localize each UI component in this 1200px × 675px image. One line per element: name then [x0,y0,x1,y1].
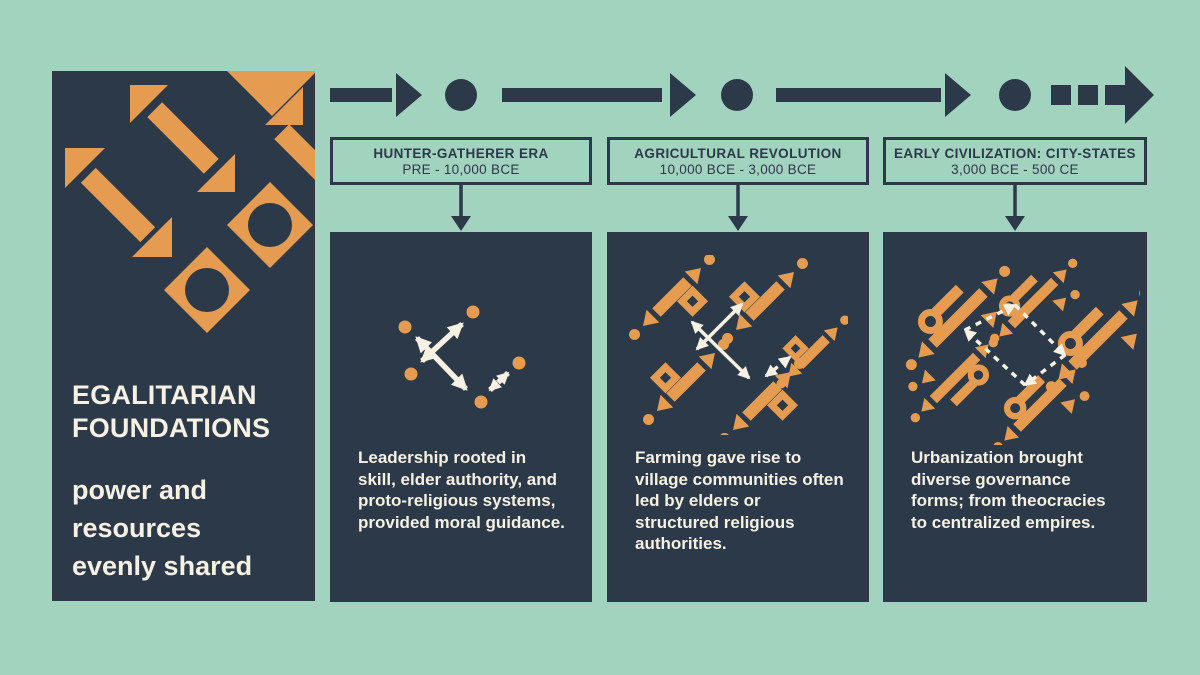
stage-title: HUNTER-GATHERER ERA [373,145,549,161]
arrowhead-icon [945,73,971,117]
stage-header: HUNTER-GATHERER ERA PRE - 10,000 BCE [330,137,592,185]
stage-dates: 10,000 BCE - 3,000 BCE [659,161,817,177]
arrow-segment-icon [776,88,941,102]
down-arrow-icon [1005,185,1025,231]
page-title-line2: FOUNDATIONS [72,413,271,443]
stage-description: Leadership rooted in skill, elder author… [358,448,565,532]
stage-dates: PRE - 10,000 BCE [402,161,520,177]
page-title-line1: EGALITARIAN [72,380,257,410]
stage-description: Urbanization brought diverse governance … [911,448,1106,532]
sparse-band-network-icon [398,305,526,409]
title-panel: EGALITARIAN FOUNDATIONS power and resour… [52,71,315,601]
stage-title: EARLY CIVILIZATION: CITY-STATES [894,145,1136,161]
geometric-pattern-icon [65,71,315,333]
stage-title: AGRICULTURAL REVOLUTION [634,145,842,161]
dash-icon [1078,85,1098,105]
stage-hunter-gatherer: HUNTER-GATHERER ERA PRE - 10,000 BCE Lea… [330,137,592,602]
node-dot-icon [999,79,1031,111]
city-state-network-icon [900,255,1140,445]
dash-icon [1105,85,1125,105]
stage-early-civilization: EARLY CIVILIZATION: CITY-STATES 3,000 BC… [883,137,1147,602]
stage-header: EARLY CIVILIZATION: CITY-STATES 3,000 BC… [883,137,1147,185]
arrowhead-icon [396,73,422,117]
node-dot-icon [445,79,477,111]
village-network-icon [628,255,848,435]
page-subtitle: power and resources evenly shared [72,475,253,581]
page-title: EGALITARIAN FOUNDATIONS [72,379,297,445]
dash-icon [1051,85,1071,105]
timeline [330,66,1154,124]
stage-header: AGRICULTURAL REVOLUTION 10,000 BCE - 3,0… [607,137,869,185]
arrow-segment-icon [330,88,392,102]
stage-card: Urbanization brought diverse governance … [883,232,1147,602]
node-dot-icon [721,79,753,111]
stage-card: Leadership rooted in skill, elder author… [330,232,592,602]
down-arrow-icon [728,185,748,231]
down-arrow-icon [451,185,471,231]
stage-agricultural-revolution: AGRICULTURAL REVOLUTION 10,000 BCE - 3,0… [607,137,869,602]
stage-dates: 3,000 BCE - 500 CE [951,161,1079,177]
arrow-segment-icon [502,88,662,102]
timeline-glyphs [330,66,1154,124]
arrowhead-icon [1125,66,1154,124]
arrowhead-icon [670,73,696,117]
stage-description: Farming gave rise to village communities… [635,448,844,553]
stage-card: Farming gave rise to village communities… [607,232,869,602]
